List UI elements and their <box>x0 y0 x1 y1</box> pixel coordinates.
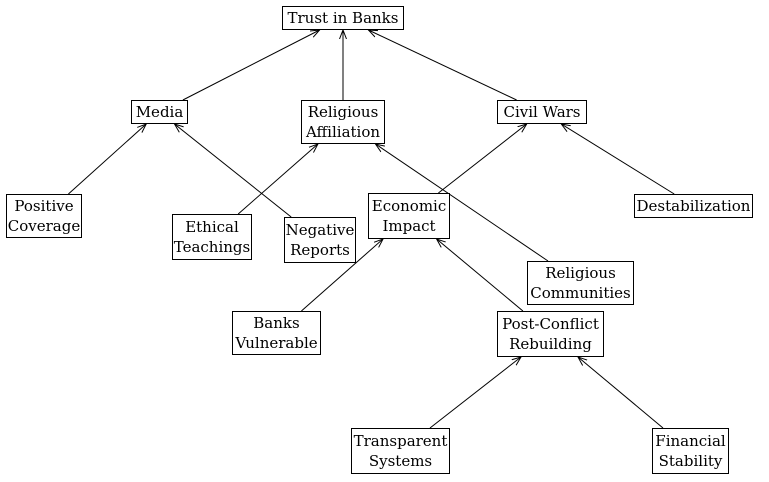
edge-banks-vulnerable-to-economic-impact <box>301 239 383 312</box>
edge-religious-communities-to-religious-affiliation <box>376 144 549 262</box>
node-label-line: Financial <box>655 432 726 450</box>
edge-civil-wars-to-trust-in-banks <box>368 30 517 101</box>
node-label-line: Religious <box>307 103 379 121</box>
node-destabilization: Destabilization <box>634 194 753 218</box>
node-label-line: Post-Conflict <box>502 315 599 333</box>
node-label-line: Vulnerable <box>235 334 318 352</box>
edge-post-conflict-rebuilding-to-economic-impact <box>437 239 524 312</box>
node-civil-wars: Civil Wars <box>497 100 587 124</box>
node-label-line: Positive <box>14 197 74 215</box>
node-transparent-systems: Transparent Systems <box>351 428 450 474</box>
edge-destabilization-to-civil-wars <box>561 124 675 195</box>
node-post-conflict-rebuilding: Post-Conflict Rebuilding <box>497 311 604 357</box>
edge-media-to-trust-in-banks <box>182 30 320 101</box>
node-label-line: Stability <box>658 452 723 470</box>
node-financial-stability: Financial Stability <box>652 428 729 474</box>
node-label-line: Affiliation <box>305 123 381 141</box>
node-label-line: Economic <box>371 197 447 215</box>
node-label-line: Impact <box>382 217 436 235</box>
node-economic-impact: Economic Impact <box>368 193 450 239</box>
node-label-line: Reports <box>290 241 350 259</box>
node-media: Media <box>131 100 188 124</box>
node-label-line: Transparent <box>353 432 448 450</box>
node-label-line: Ethical <box>185 218 239 236</box>
node-religious-affiliation: Religious Affiliation <box>301 100 385 144</box>
node-label-line: Banks <box>253 314 300 332</box>
node-label-line: Rebuilding <box>509 335 592 353</box>
node-label-line: Negative <box>285 221 355 239</box>
node-trust-in-banks: Trust in Banks <box>282 6 404 30</box>
node-religious-communities: Religious Communities <box>527 261 634 305</box>
node-negative-reports: Negative Reports <box>284 217 356 263</box>
edge-transparent-systems-to-post-conflict-rebuilding <box>429 357 521 429</box>
node-positive-coverage: Positive Coverage <box>6 194 82 238</box>
node-label-line: Destabilization <box>636 197 751 215</box>
edge-positive-coverage-to-media <box>68 124 146 195</box>
node-label-line: Media <box>135 103 184 121</box>
edge-economic-impact-to-civil-wars <box>438 124 526 194</box>
node-banks-vulnerable: Banks Vulnerable <box>232 311 321 355</box>
node-label-line: Coverage <box>7 217 81 235</box>
node-label-line: Religious <box>545 264 616 282</box>
edges <box>68 30 675 429</box>
node-label-line: Trust in Banks <box>287 9 399 27</box>
edge-negative-reports-to-media <box>175 124 292 218</box>
node-label-line: Communities <box>530 284 631 302</box>
edge-financial-stability-to-post-conflict-rebuilding <box>578 357 664 429</box>
node-ethical-teachings: Ethical Teachings <box>172 214 252 260</box>
node-label-line: Teachings <box>173 238 251 256</box>
node-label-line: Systems <box>368 452 433 470</box>
node-label-line: Civil Wars <box>503 103 581 121</box>
edge-ethical-teachings-to-religious-affiliation <box>237 144 318 215</box>
